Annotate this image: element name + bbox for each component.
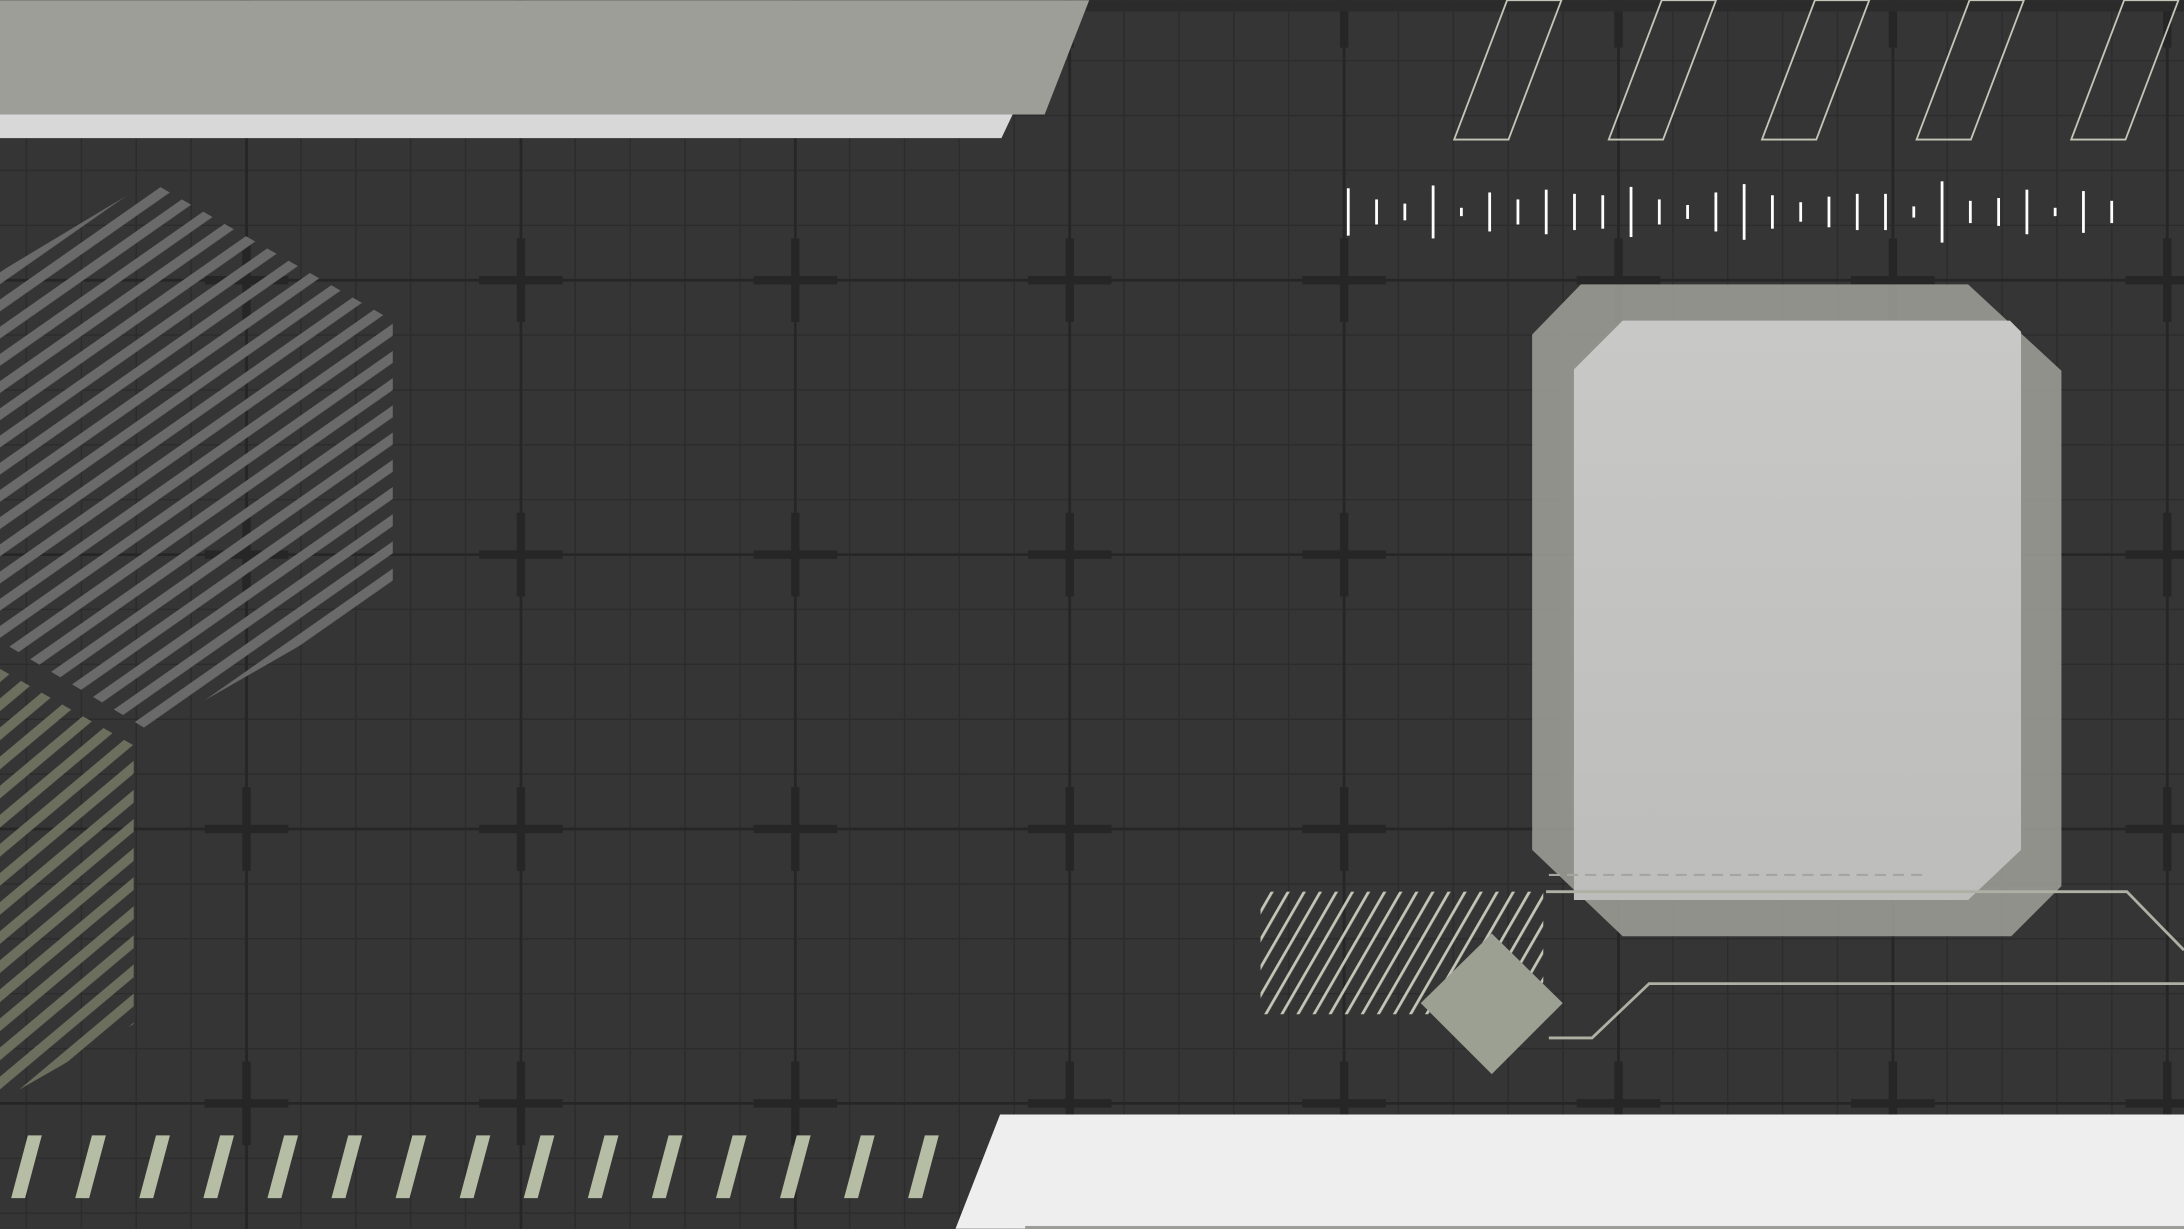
crosshair-icon [1065, 1061, 1074, 1146]
slanted-outline [1607, 0, 1718, 141]
crosshair-icon [1888, 238, 1898, 322]
crosshair-icon [2163, 0, 2172, 48]
green-slash-bar [11, 1135, 42, 1199]
crosshair-icon [791, 512, 800, 597]
crosshair-icon [791, 1061, 800, 1146]
green-slash-bar [395, 1135, 427, 1199]
crosshair-icon [2163, 1061, 2172, 1146]
crosshair-icon [516, 512, 526, 597]
crosshair-icon [2163, 512, 2172, 597]
circuit-line-lower [1548, 982, 2184, 1040]
crosshair-icon [516, 1061, 526, 1146]
crosshair-icon [516, 238, 526, 322]
crosshair-icon [2163, 787, 2172, 871]
green-slash-bar [267, 1135, 299, 1199]
crosshair-icon [1339, 0, 1349, 48]
crosshair-icon [516, 787, 526, 871]
green-slash-bar [331, 1135, 363, 1199]
green-slash-bar [780, 1135, 811, 1199]
frame-inner-panel [1573, 320, 2022, 901]
crosshair-icon [1339, 238, 1349, 322]
green-slash-bar [203, 1135, 234, 1199]
header-band [0, 0, 1090, 115]
ruler-ticks [1346, 181, 2114, 243]
crosshair-icon [1339, 1061, 1349, 1146]
green-slash-bar [523, 1135, 555, 1199]
green-slash-bar [587, 1135, 619, 1199]
crosshair-icon [1614, 238, 1623, 322]
green-slash-bar [459, 1135, 491, 1199]
crosshair-icon [2125, 550, 2184, 559]
top-edge-bar [1086, 0, 2184, 12]
crosshair-icon [1065, 512, 1074, 597]
green-slash-bar [908, 1135, 939, 1199]
slanted-green-bars [11, 1135, 939, 1199]
slanted-outline [1452, 0, 1563, 141]
slanted-outline-parallelograms [1452, 0, 2180, 141]
crosshair-icon [1614, 0, 1623, 48]
crosshair-icon [1065, 787, 1074, 871]
circuit-line-upper [1546, 890, 2184, 952]
crosshair-icon [1614, 1061, 1623, 1146]
crosshair-icon [2125, 1099, 2184, 1108]
slanted-outline [1915, 0, 2025, 141]
crosshair-icon [242, 1061, 251, 1146]
green-slash-bar [715, 1135, 747, 1199]
green-slash-bar [75, 1135, 106, 1199]
slanted-outline [2069, 0, 2180, 141]
crosshair-icon [2125, 824, 2184, 834]
sage-diamond [1420, 933, 1563, 1075]
green-slash-bar [651, 1135, 683, 1199]
crosshair-icon [791, 787, 800, 871]
crosshair-icon [2163, 238, 2172, 322]
crosshair-icon [242, 787, 251, 871]
crosshair-icon [1888, 1061, 1898, 1146]
crosshair-icon [1065, 238, 1074, 322]
crosshair-icon [2125, 276, 2184, 285]
footer-panel [955, 1114, 2184, 1229]
crosshair-icon [1339, 787, 1349, 871]
striped-hexagon [0, 181, 393, 732]
footer-bottom-line [1025, 1225, 2184, 1229]
striped-hexagon-olive [0, 668, 134, 1101]
crosshair-icon [1888, 0, 1898, 48]
slanted-outline [1760, 0, 1871, 141]
header-stripe [0, 114, 1013, 139]
crosshair-icon [1339, 512, 1349, 597]
crosshair-icon [791, 238, 800, 322]
green-slash-bar [844, 1135, 875, 1199]
green-slash-bar [139, 1135, 170, 1199]
